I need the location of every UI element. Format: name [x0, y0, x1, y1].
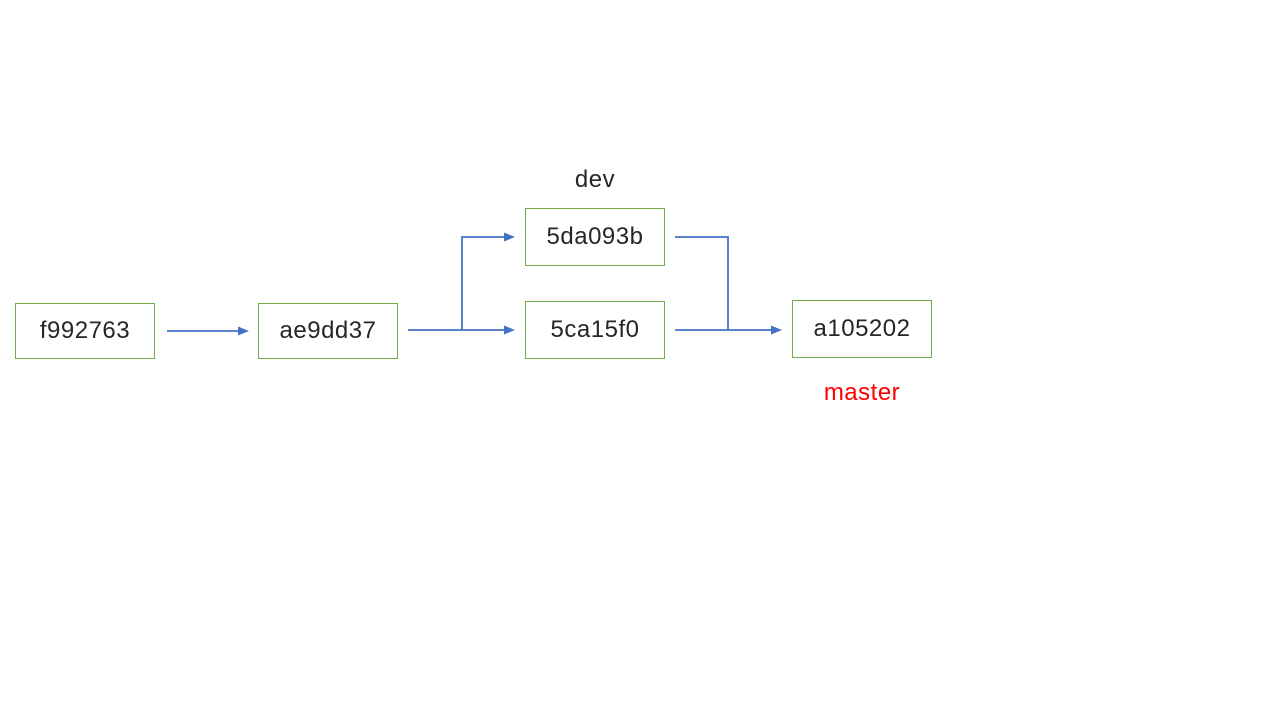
commit-hash-label: f992763	[39, 317, 131, 344]
commit-node-a105202: a105202	[792, 300, 932, 358]
branch-label-dev: dev	[574, 166, 616, 193]
edge-5da093b-to-a105202	[675, 236, 729, 330]
commit-node-ae9dd37: ae9dd37	[258, 303, 398, 359]
commit-hash-label: a105202	[813, 315, 911, 342]
commit-hash-label: ae9dd37	[279, 317, 377, 344]
commit-node-5da093b: 5da093b	[525, 208, 665, 266]
branch-label-master: master	[823, 379, 901, 406]
commit-hash-label: 5da093b	[546, 223, 644, 250]
commit-node-5ca15f0: 5ca15f0	[525, 301, 665, 359]
commit-hash-label: 5ca15f0	[550, 316, 640, 343]
commit-node-f992763: f992763	[15, 303, 155, 359]
edge-ae9dd37-to-5da093b	[461, 232, 515, 330]
